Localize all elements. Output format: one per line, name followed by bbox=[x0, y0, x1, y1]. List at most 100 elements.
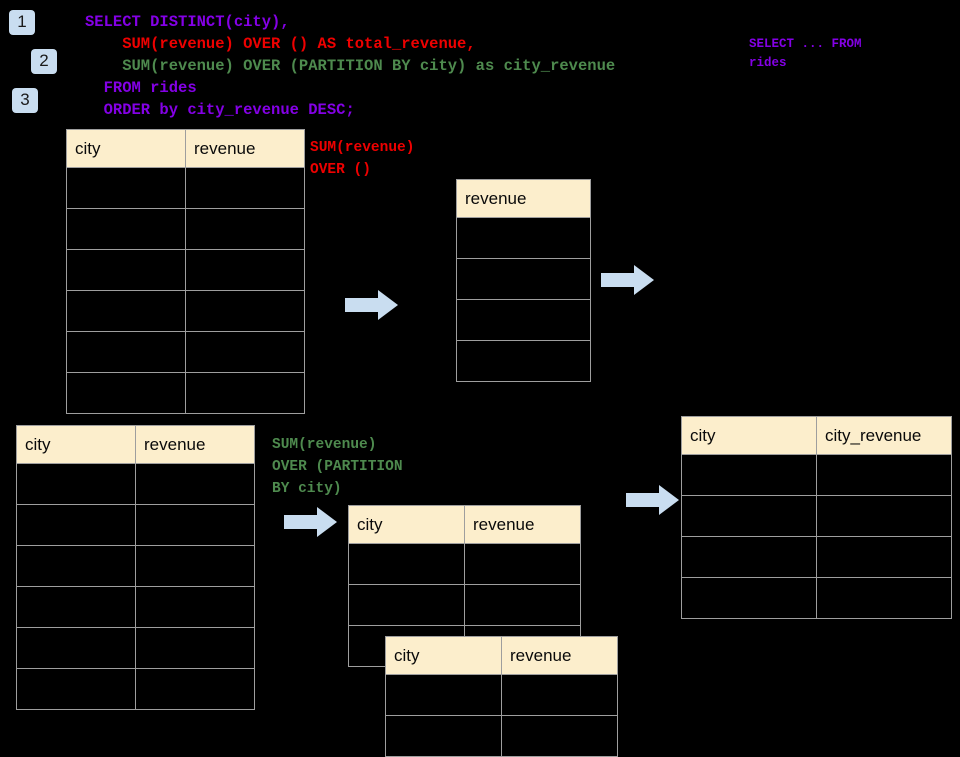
table-cell bbox=[816, 577, 952, 619]
column-header-city: city bbox=[681, 416, 817, 455]
table-cell bbox=[185, 372, 305, 414]
table-row bbox=[348, 584, 581, 626]
table-row bbox=[66, 167, 305, 209]
table-row bbox=[456, 340, 591, 382]
table-cell bbox=[16, 545, 136, 587]
table-row bbox=[385, 674, 618, 716]
table-cell bbox=[816, 536, 952, 578]
table-total-revenue: revenue bbox=[456, 179, 591, 382]
table-cell bbox=[185, 208, 305, 250]
table-row bbox=[681, 536, 952, 578]
table-row bbox=[681, 495, 952, 537]
table-cell bbox=[16, 504, 136, 546]
table-cell bbox=[816, 454, 952, 496]
sql-line-select-distinct: SELECT DISTINCT(city), bbox=[85, 13, 290, 31]
table-cell bbox=[464, 584, 581, 626]
table-cell bbox=[456, 217, 591, 259]
table-cell bbox=[681, 536, 817, 578]
table-row bbox=[16, 586, 255, 628]
arrow-right-icon-bottom-right bbox=[626, 484, 680, 516]
sql-line-sum-over-partition: SUM(revenue) OVER (PARTITION BY city) as… bbox=[85, 57, 616, 75]
table-cell bbox=[185, 249, 305, 291]
column-header-revenue: revenue bbox=[464, 505, 581, 544]
table-row bbox=[681, 577, 952, 619]
table-row bbox=[681, 454, 952, 496]
table-row bbox=[66, 290, 305, 332]
table-cell bbox=[681, 495, 817, 537]
table-body bbox=[681, 454, 952, 619]
table-body bbox=[16, 463, 255, 710]
table-row bbox=[456, 299, 591, 341]
table-row bbox=[16, 545, 255, 587]
table-cell bbox=[66, 249, 186, 291]
column-header-revenue: revenue bbox=[501, 636, 618, 675]
table-cell bbox=[385, 715, 502, 757]
table-cell bbox=[66, 208, 186, 250]
column-header-revenue: revenue bbox=[135, 425, 255, 464]
arrow-right-icon-top-left bbox=[345, 289, 399, 321]
table-cell bbox=[348, 584, 465, 626]
table-cell bbox=[135, 627, 255, 669]
table-row bbox=[456, 258, 591, 300]
step-badge-3: 3 bbox=[12, 88, 38, 113]
note-sum-over-empty: SUM(revenue) OVER () bbox=[310, 140, 415, 178]
sql-line-sum-over-empty: SUM(revenue) OVER () AS total_revenue, bbox=[85, 35, 476, 53]
table-body bbox=[456, 217, 591, 382]
table-row bbox=[16, 627, 255, 669]
arrow-right-icon-top-right bbox=[601, 264, 655, 296]
table-cell bbox=[681, 577, 817, 619]
table-cell bbox=[681, 454, 817, 496]
table-cell bbox=[456, 258, 591, 300]
column-header-city-revenue: city_revenue bbox=[816, 416, 952, 455]
table-body bbox=[66, 167, 305, 414]
table-cell bbox=[816, 495, 952, 537]
column-header-city: city bbox=[348, 505, 465, 544]
column-header-city: city bbox=[66, 129, 186, 168]
table-cell bbox=[385, 674, 502, 716]
table-row bbox=[16, 463, 255, 505]
table-cell bbox=[456, 299, 591, 341]
table-cell bbox=[185, 167, 305, 209]
table-cell bbox=[66, 290, 186, 332]
step-badge-2: 2 bbox=[31, 49, 57, 74]
table-cell bbox=[135, 463, 255, 505]
table-cell bbox=[66, 167, 186, 209]
table-cell bbox=[348, 543, 465, 585]
table-row bbox=[66, 249, 305, 291]
table-cell bbox=[16, 586, 136, 628]
table-row bbox=[385, 715, 618, 757]
table-cell bbox=[135, 586, 255, 628]
slide-canvas: { "theme": { "background": "#000000", "b… bbox=[9, 10, 952, 757]
table-header-row: revenue bbox=[456, 179, 591, 218]
table-row bbox=[348, 543, 581, 585]
table-cell bbox=[135, 668, 255, 710]
table-cell bbox=[135, 504, 255, 546]
table-row bbox=[66, 372, 305, 414]
table-row bbox=[16, 504, 255, 546]
note-sum-over-partition: SUM(revenue) OVER (PARTITION BY city) bbox=[272, 437, 403, 497]
sql-line-from: FROM rides bbox=[85, 79, 197, 97]
arrow-right-icon-bottom-left bbox=[284, 506, 338, 538]
column-header-revenue: revenue bbox=[456, 179, 591, 218]
table-cell bbox=[16, 463, 136, 505]
table-row bbox=[66, 208, 305, 250]
sql-line-order-by: ORDER by city_revenue DESC; bbox=[85, 101, 355, 119]
table-body bbox=[385, 674, 618, 757]
table-cell bbox=[16, 627, 136, 669]
table-cell bbox=[66, 372, 186, 414]
table-row bbox=[456, 217, 591, 259]
table-cell bbox=[501, 674, 618, 716]
table-cell bbox=[501, 715, 618, 757]
step-badge-1: 1 bbox=[9, 10, 35, 35]
table-cell bbox=[135, 545, 255, 587]
column-header-revenue: revenue bbox=[185, 129, 305, 168]
